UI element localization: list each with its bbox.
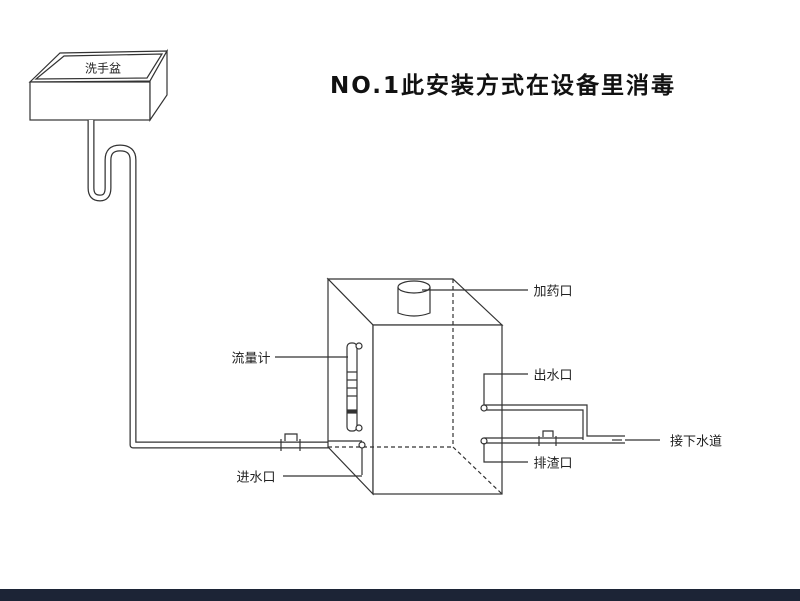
label-outlet: 出水口 [533,368,573,384]
label-sink: 洗手盆 [84,61,122,76]
leader-drain [483,443,528,463]
disinfection-tank [326,277,504,496]
sink [28,48,169,122]
dosing-cap [397,280,431,317]
flow-meter [346,342,363,432]
bottom-bar [0,589,800,601]
label-drain: 排渣口 [533,456,573,472]
label-flow-meter: 流量计 [231,351,271,367]
outlet-pipe [480,404,625,446]
label-dosing-port: 加药口 [533,284,573,300]
diagram-title: NO.1此安装方式在设备里消毒 [330,73,677,99]
label-inlet: 进水口 [236,470,276,486]
inlet-valve [280,433,301,451]
leader-outlet [483,373,528,405]
label-sewer: 接下水道 [669,434,723,450]
drain-pipe-with-trap [87,120,362,449]
